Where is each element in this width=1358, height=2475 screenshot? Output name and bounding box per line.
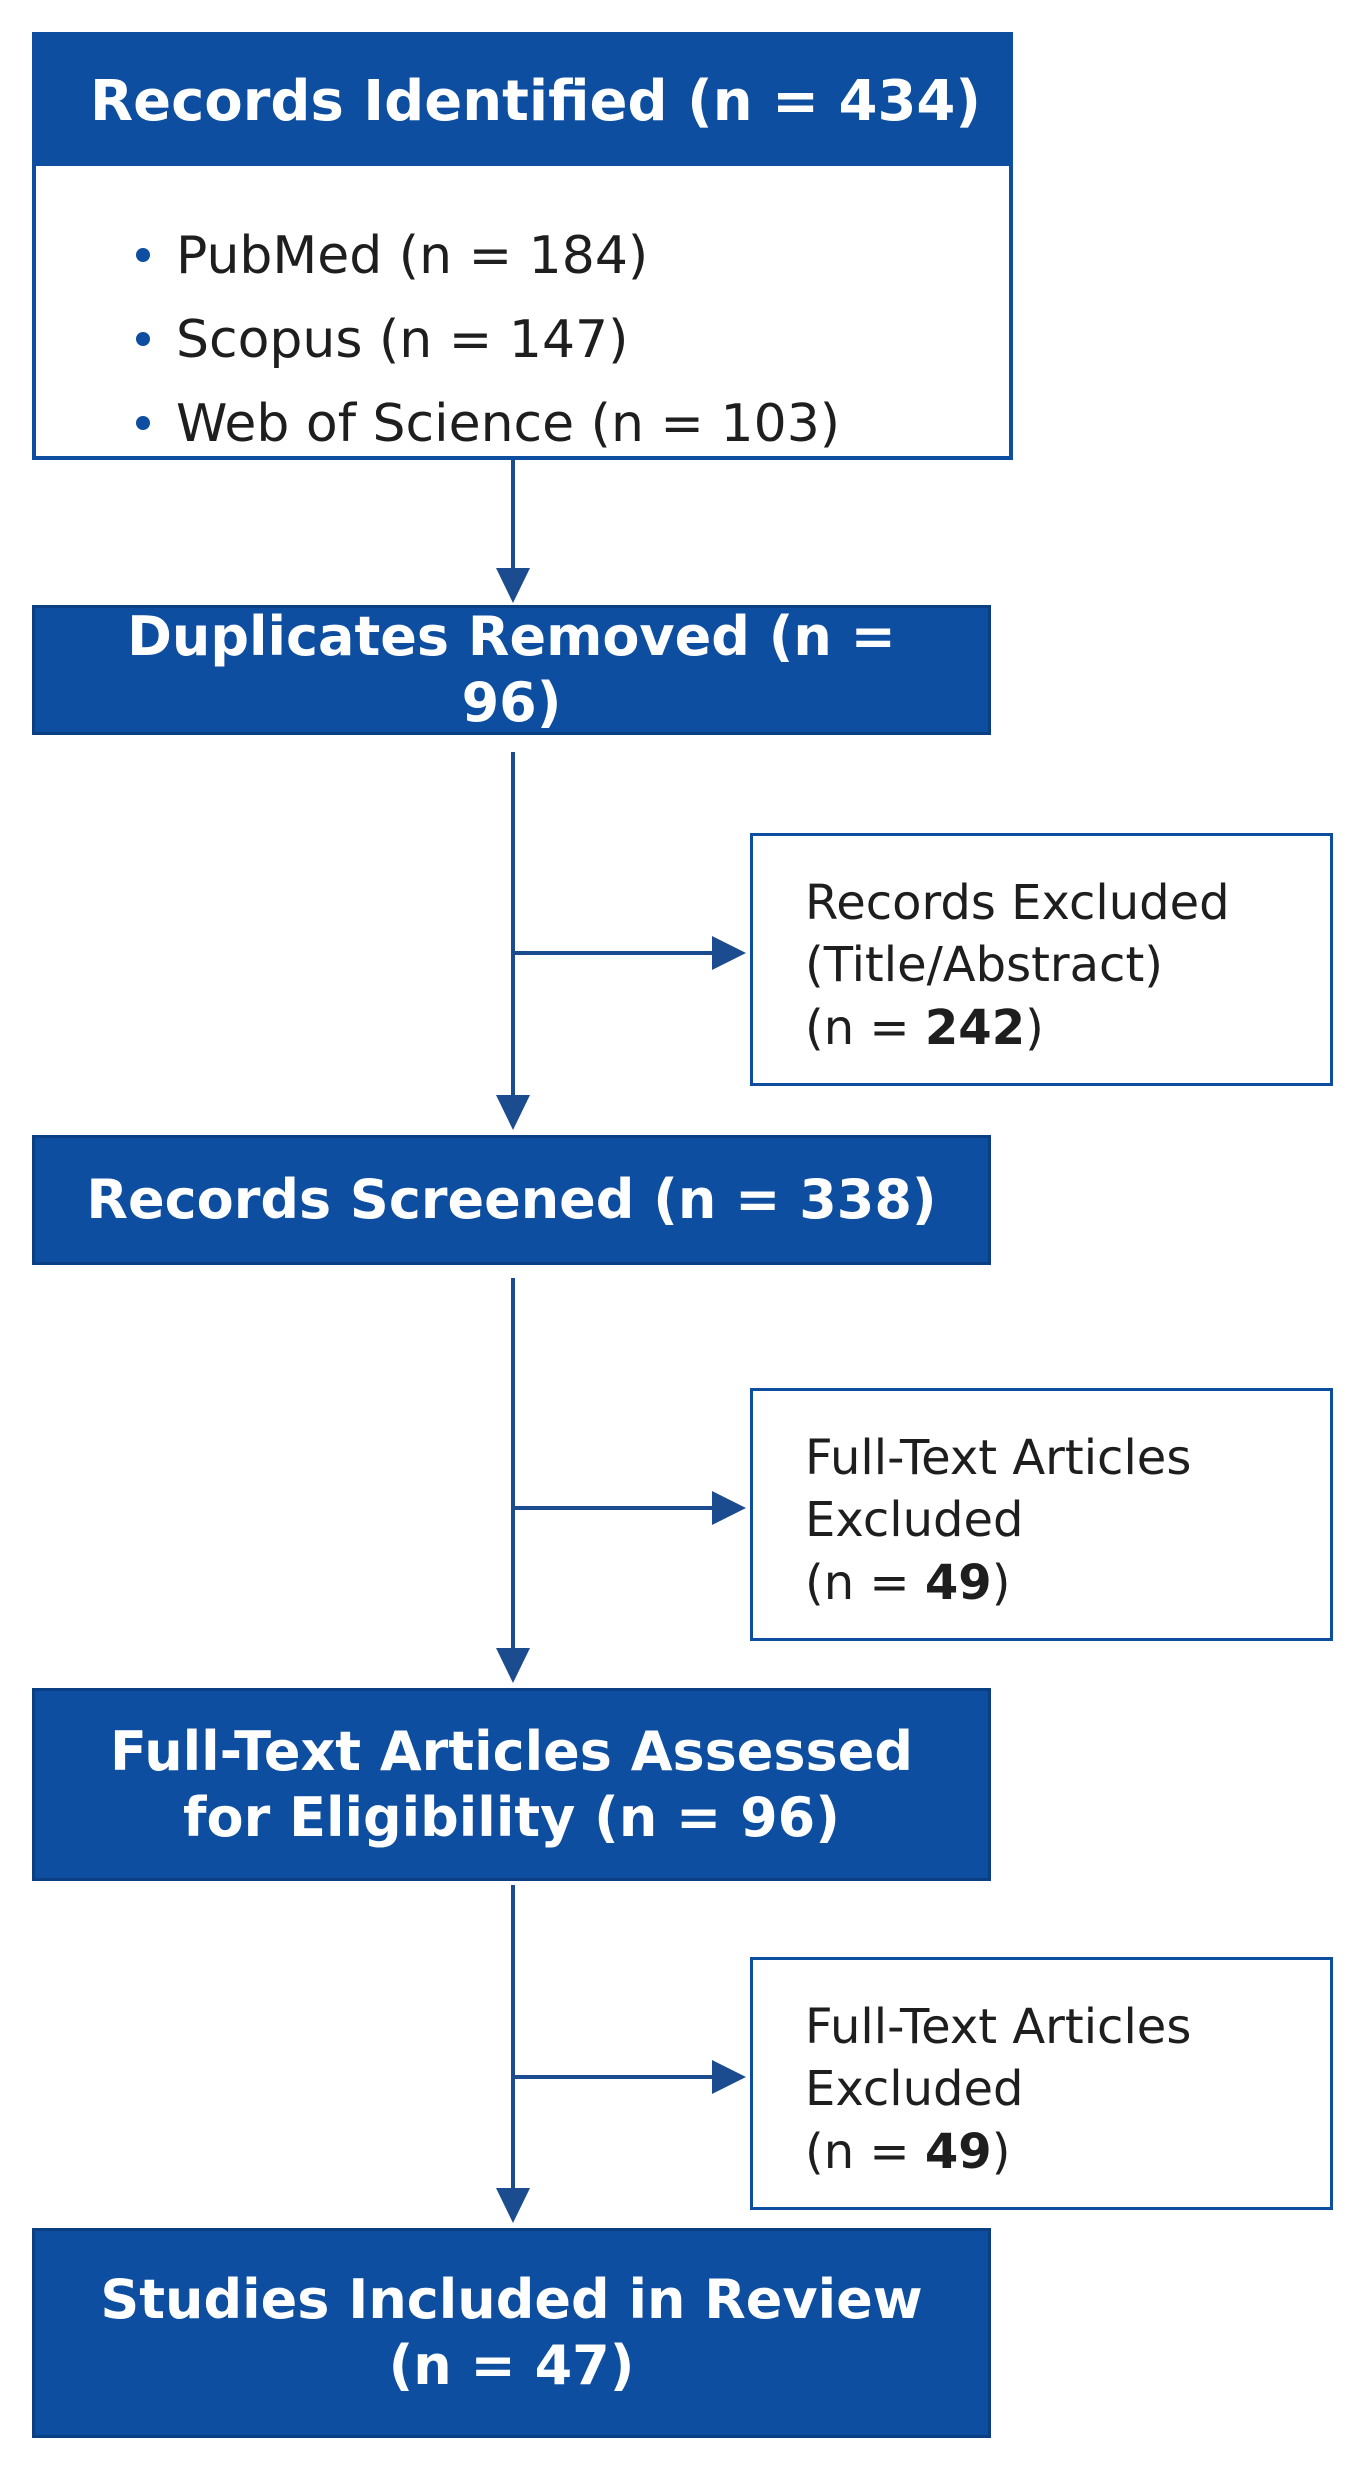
count-prefix: (n =: [805, 2123, 925, 2180]
records-identified-box: Records Identified (n = 434) PubMed (n =…: [32, 32, 1013, 460]
records-identified-title: Records Identified (n = 434): [36, 36, 1009, 166]
source-label: Web of Science (n = 103): [176, 394, 841, 454]
arrowhead-right-icon: [712, 936, 746, 970]
records-screened-box: Records Screened (n = 338): [32, 1135, 991, 1265]
studies-included-box: Studies Included in Review (n = 47): [32, 2228, 991, 2438]
fulltext-exclusion-box-2: Full-Text Articles Excluded (n = 49): [750, 1957, 1333, 2210]
count-prefix: (n =: [805, 999, 925, 1056]
exclusion-heading: Full-Text Articles: [805, 1999, 1192, 2055]
bullet-icon: [136, 416, 150, 430]
eligibility-text: Full-Text Articles Assessed for Eligibil…: [110, 1719, 913, 1851]
duplicates-removed-box: Duplicates Removed (n = 96): [32, 605, 991, 735]
title-abstract-exclusion-box: Records Excluded (Title/Abstract) (n = 2…: [750, 833, 1333, 1086]
source-label: Scopus (n = 147): [176, 310, 629, 370]
database-source-list: PubMed (n = 184) Scopus (n = 147) Web of…: [36, 166, 1009, 456]
exclusion-count: (n = 49): [805, 2121, 1330, 2183]
arrowhead-down-icon: [496, 1095, 530, 1130]
exclusion-reason: Excluded: [805, 1492, 1024, 1549]
arrowhead-down-icon: [496, 1648, 530, 1683]
eligibility-assessment-box: Full-Text Articles Assessed for Eligibil…: [32, 1688, 991, 1881]
count-value: 242: [924, 999, 1026, 1056]
source-item-scopus: Scopus (n = 147): [136, 298, 1009, 382]
eligibility-line-1: Full-Text Articles Assessed: [110, 1719, 913, 1783]
exclusion-heading: Records Excluded: [805, 875, 1230, 931]
studies-included-text: Studies Included in Review (n = 47): [100, 2267, 922, 2399]
count-suffix: ): [991, 2123, 1011, 2180]
fulltext-exclusion-box-1: Full-Text Articles Excluded (n = 49): [750, 1388, 1333, 1641]
count-suffix: ): [1025, 999, 1044, 1056]
count-value: 49: [924, 1554, 992, 1611]
source-label: PubMed (n = 184): [176, 226, 649, 286]
exclusion-reason: Excluded: [805, 2061, 1024, 2118]
source-item-pubmed: PubMed (n = 184): [136, 214, 1009, 298]
studies-included-line-2: (n = 47): [388, 2334, 635, 2397]
exclusion-count: (n = 49): [805, 1552, 1330, 1614]
bullet-icon: [136, 332, 150, 346]
exclusion-count: (n = 242): [805, 997, 1330, 1059]
bullet-icon: [136, 248, 150, 262]
duplicates-removed-label: Duplicates Removed (n = 96): [127, 605, 896, 734]
records-screened-label: Records Screened (n = 338): [86, 1168, 937, 1232]
exclusion-heading: Full-Text Articles: [805, 1430, 1192, 1486]
count-suffix: ): [991, 1554, 1011, 1611]
arrowhead-right-icon: [712, 1491, 746, 1525]
source-item-web-of-science: Web of Science (n = 103): [136, 382, 1009, 466]
arrowhead-down-icon: [496, 568, 530, 603]
count-value: 49: [924, 2123, 992, 2180]
count-prefix: (n =: [805, 1554, 925, 1611]
arrowhead-right-icon: [712, 2060, 746, 2094]
eligibility-line-2: for Eligibility (n = 96): [183, 1785, 840, 1849]
exclusion-reason: (Title/Abstract): [805, 937, 1163, 994]
studies-included-line-1: Studies Included in Review: [100, 2268, 923, 2332]
arrowhead-down-icon: [496, 2188, 530, 2223]
